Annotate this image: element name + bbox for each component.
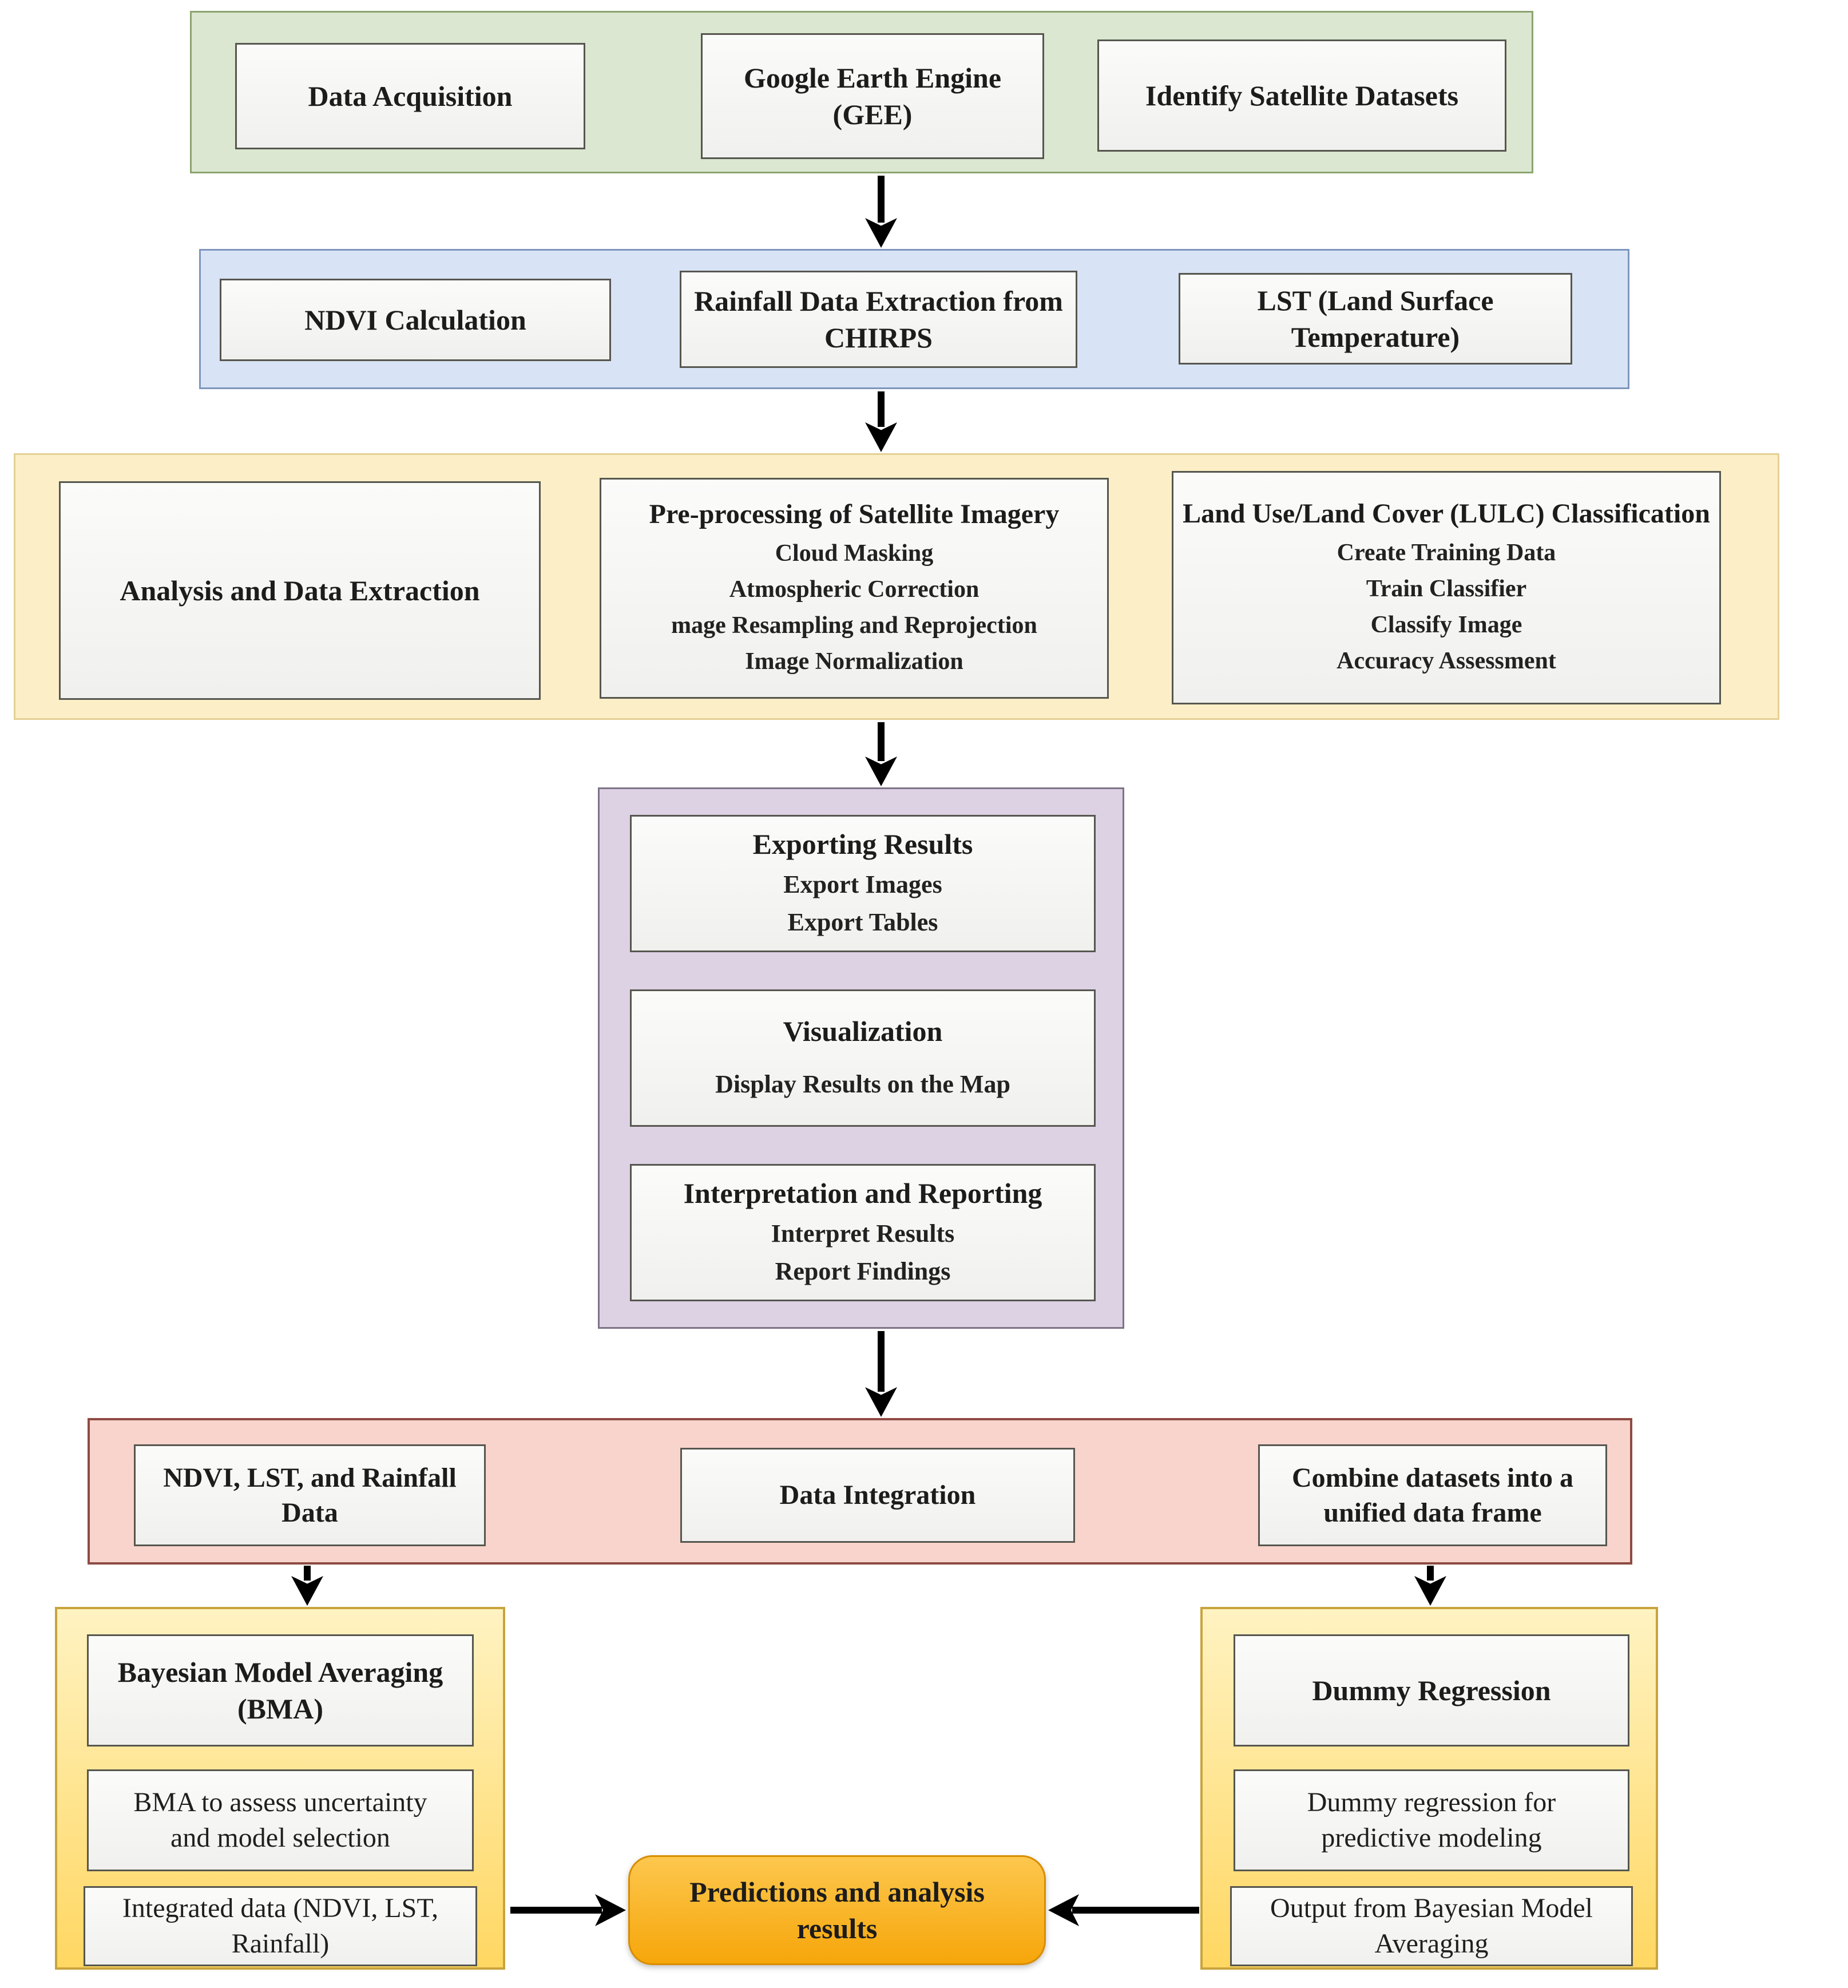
box-title: Analysis and Data Extraction xyxy=(120,575,480,607)
box-title: Visualization xyxy=(783,1015,943,1047)
box-line: Atmospheric Correction xyxy=(729,576,979,603)
box-title: NDVI Calculation xyxy=(304,304,526,336)
box-text: BMA to assess uncertainty and model sele… xyxy=(133,1787,427,1853)
google-earth-engine-box: Google Earth Engine (GEE) xyxy=(701,33,1044,159)
box-line: Display Results on the Map xyxy=(715,1070,1010,1098)
integration-band: NDVI, LST, and Rainfall Data Data Integr… xyxy=(88,1418,1632,1565)
box-line: Train Classifier xyxy=(1366,575,1527,602)
lst-box: LST (Land Surface Temperature) xyxy=(1179,273,1572,365)
box-title: Interpretation and Reporting xyxy=(683,1177,1042,1209)
arrow-left-icon xyxy=(1048,1894,1199,1926)
dummy-predictive-box: Dummy regression for predictive modeling xyxy=(1234,1769,1629,1871)
box-title: NDVI, LST, and Rainfall Data xyxy=(163,1462,457,1528)
box-line: Accuracy Assessment xyxy=(1337,647,1556,674)
box-line: Interpret Results xyxy=(771,1219,955,1248)
ndvi-calculation-box: NDVI Calculation xyxy=(220,279,611,361)
arrow-down-icon xyxy=(291,1566,323,1606)
box-title: LST (Land Surface Temperature) xyxy=(1257,284,1494,353)
box-title: Rainfall Data Extraction from CHIRPS xyxy=(694,285,1063,354)
analysis-extraction-box: Analysis and Data Extraction xyxy=(59,481,541,700)
extraction-band: NDVI Calculation Rainfall Data Extractio… xyxy=(199,249,1629,389)
arrow-shaft xyxy=(878,1331,885,1392)
combine-datasets-box: Combine datasets into a unified data fra… xyxy=(1258,1444,1607,1546)
box-line: Create Training Data xyxy=(1337,539,1556,566)
box-line: mage Resampling and Reprojection xyxy=(671,612,1037,639)
arrow-down-icon xyxy=(865,391,897,452)
interpretation-reporting-box: Interpretation and Reporting Interpret R… xyxy=(630,1164,1096,1301)
dummy-regression-title-box: Dummy Regression xyxy=(1234,1634,1629,1747)
visualization-box: Visualization Display Results on the Map xyxy=(630,989,1096,1127)
identify-satellite-datasets-box: Identify Satellite Datasets xyxy=(1097,39,1506,152)
predictions-results-node: Predictions and analysis results xyxy=(628,1855,1046,1965)
bma-uncertainty-box: BMA to assess uncertainty and model sele… xyxy=(87,1769,474,1871)
box-title: Data Acquisition xyxy=(308,80,513,112)
box-line: Export Tables xyxy=(787,908,938,936)
dummy-output-box: Output from Bayesian Model Averaging xyxy=(1230,1886,1633,1966)
rainfall-extraction-box: Rainfall Data Extraction from CHIRPS xyxy=(680,271,1077,368)
bma-integrated-data-box: Integrated data (NDVI, LST, Rainfall) xyxy=(84,1886,477,1966)
arrow-down-icon xyxy=(865,176,897,248)
arrow-shaft xyxy=(1072,1907,1199,1914)
arrow-shaft xyxy=(304,1566,311,1581)
results-band: Exporting Results Export Images Export T… xyxy=(598,787,1124,1329)
arrow-down-icon xyxy=(1414,1566,1446,1606)
bma-title-box: Bayesian Model Averaging (BMA) xyxy=(87,1634,474,1747)
arrow-right-icon xyxy=(510,1894,626,1926)
dummy-regression-container: Dummy Regression Dummy regression for pr… xyxy=(1200,1607,1658,1970)
arrow-down-icon xyxy=(865,722,897,786)
box-title: Data Integration xyxy=(779,1480,976,1511)
box-title: Predictions and analysis results xyxy=(689,1876,985,1945)
data-acquisition-band: Data Acquisition Google Earth Engine (GE… xyxy=(190,11,1533,173)
box-line: Export Images xyxy=(783,870,942,898)
arrow-down-icon xyxy=(865,1331,897,1417)
box-title: Identify Satellite Datasets xyxy=(1145,80,1459,112)
box-line: Classify Image xyxy=(1370,611,1522,638)
lulc-classification-box: Land Use/Land Cover (LULC) Classificatio… xyxy=(1172,471,1721,704)
ndvi-lst-rainfall-box: NDVI, LST, and Rainfall Data xyxy=(134,1444,486,1546)
box-title: Land Use/Land Cover (LULC) Classificatio… xyxy=(1183,498,1710,529)
box-line: Cloud Masking xyxy=(775,540,934,567)
box-text: Integrated data (NDVI, LST, Rainfall) xyxy=(122,1892,439,1959)
arrow-shaft xyxy=(510,1907,602,1914)
box-text: Dummy regression for predictive modeling xyxy=(1307,1787,1556,1853)
box-title: Dummy Regression xyxy=(1312,1674,1551,1706)
box-line: Report Findings xyxy=(775,1257,951,1285)
box-title: Pre-processing of Satellite Imagery xyxy=(649,499,1060,530)
arrow-shaft xyxy=(878,391,885,427)
box-text: Output from Bayesian Model Averaging xyxy=(1270,1892,1593,1959)
arrow-shaft xyxy=(1427,1566,1434,1581)
preprocessing-box: Pre-processing of Satellite Imagery Clou… xyxy=(600,478,1109,699)
bma-container: Bayesian Model Averaging (BMA) BMA to as… xyxy=(55,1607,505,1970)
box-title: Bayesian Model Averaging (BMA) xyxy=(117,1656,443,1725)
exporting-results-box: Exporting Results Export Images Export T… xyxy=(630,815,1096,952)
box-title: Exporting Results xyxy=(752,828,973,860)
box-line: Image Normalization xyxy=(745,648,963,675)
arrow-shaft xyxy=(878,722,885,761)
data-acquisition-box: Data Acquisition xyxy=(235,43,585,149)
arrow-shaft xyxy=(878,176,885,223)
analysis-band: Analysis and Data Extraction Pre-process… xyxy=(14,453,1779,720)
box-title: Combine datasets into a unified data fra… xyxy=(1291,1462,1574,1528)
data-integration-box: Data Integration xyxy=(680,1448,1075,1543)
box-title: Google Earth Engine (GEE) xyxy=(743,62,1002,130)
